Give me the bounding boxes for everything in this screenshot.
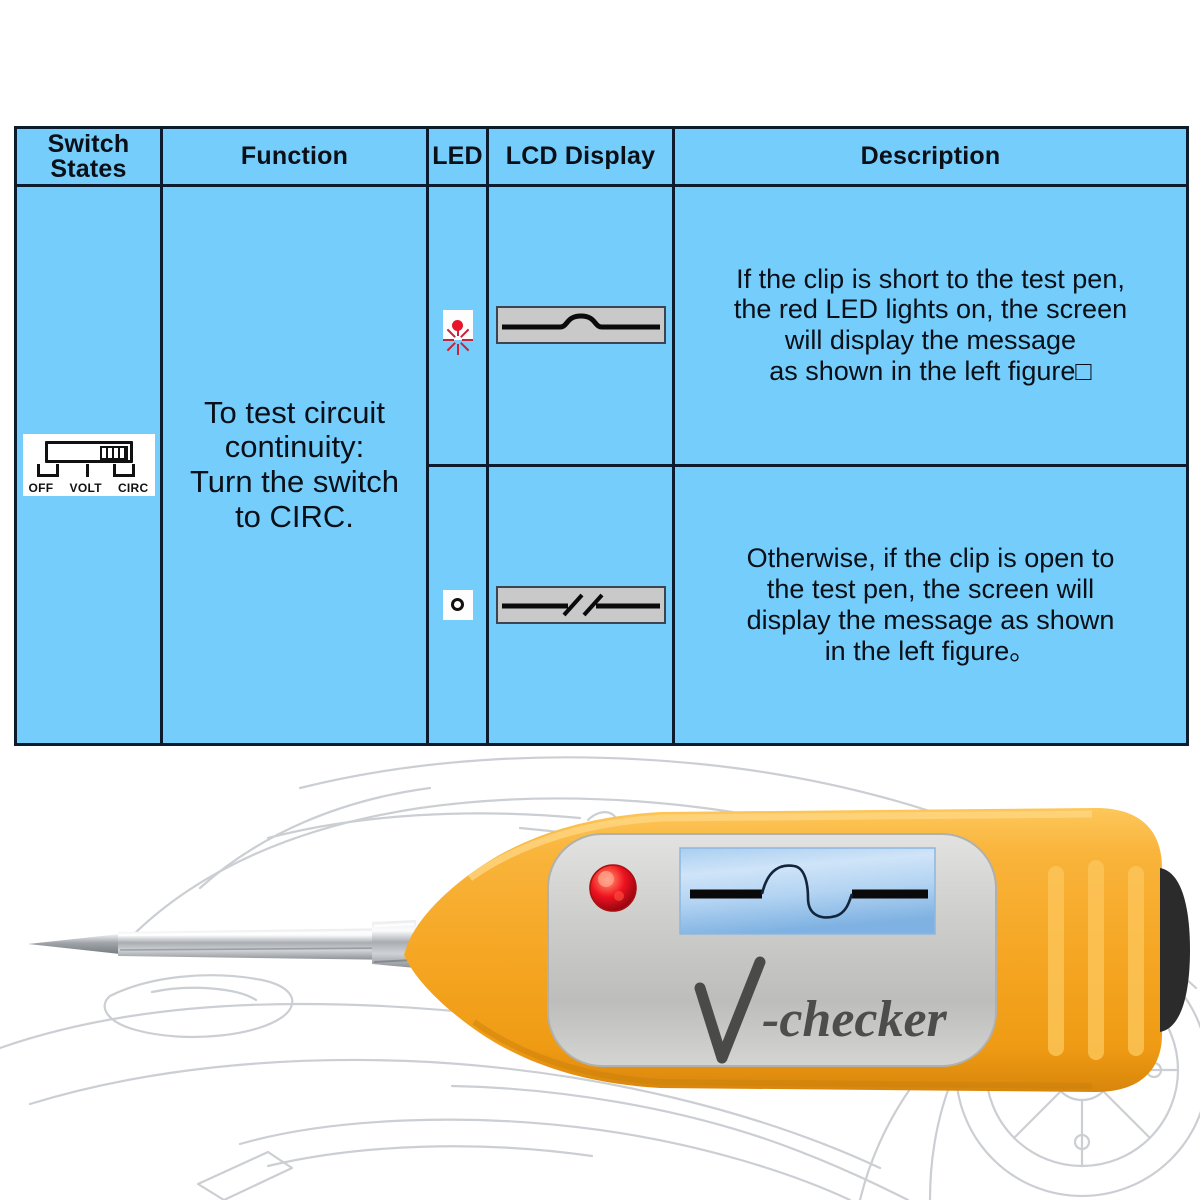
- led-lit-red-icon: [442, 310, 473, 356]
- lcd-continuity-bump-icon: [495, 306, 666, 345]
- cell-led-row2: [426, 463, 489, 746]
- brand-logo-text: -checker: [762, 991, 948, 1048]
- header-function: Function: [160, 126, 429, 187]
- switch-labels: OFF VOLT CIRC: [23, 481, 155, 495]
- description-line-3: display the message as shown: [746, 604, 1115, 635]
- probe-tip-icon: [28, 920, 416, 968]
- description-line-2: the test pen, the screen will: [766, 573, 1095, 604]
- table-row: OFF VOLT CIRC To test circuit continuity…: [14, 184, 1189, 746]
- led-unlit-icon: [442, 589, 473, 620]
- description-line-1: If the clip is short to the test pen,: [736, 263, 1125, 294]
- switch-states-table: Switch States Function LED LCD Display D…: [14, 126, 1189, 746]
- lcd-open-circuit-break-icon: [495, 585, 666, 624]
- switch-knob-icon: [99, 446, 128, 460]
- cell-lcd-row2: [486, 463, 675, 746]
- grip-ridges-icon: [1048, 860, 1144, 1060]
- switch-body-icon: [44, 441, 133, 463]
- description-line-1: Otherwise, if the clip is open to: [746, 543, 1115, 574]
- brand-logo: -checker: [694, 956, 948, 1064]
- cell-description-row1: If the clip is short to the test pen, th…: [672, 184, 1189, 467]
- header-switch-states: Switch States: [14, 126, 163, 187]
- header-lcd-display: LCD Display: [486, 126, 675, 187]
- table-row: Otherwise, if the clip is open to the te…: [16, 463, 1189, 746]
- header-description: Description: [672, 126, 1189, 187]
- switch-leg-circ-icon: [112, 464, 135, 477]
- header-switch-line2: States: [50, 154, 127, 183]
- description-line-3: will display the message: [784, 325, 1077, 356]
- product-photo: -checker: [0, 748, 1200, 1200]
- header-switch-line1: Switch: [47, 129, 130, 158]
- table-header-row: Switch States Function LED LCD Display D…: [14, 126, 1189, 187]
- rear-cap-icon: [1160, 868, 1190, 1032]
- v-checker-test-pen: -checker: [28, 808, 1190, 1092]
- function-line-1: To test circuit: [204, 394, 385, 430]
- switch-label-off: OFF: [28, 481, 54, 495]
- cell-description-row2: Otherwise, if the clip is open to the te…: [672, 463, 1189, 746]
- led-indicator-icon: [589, 864, 637, 912]
- description-line-4: as shown in the left figure□: [769, 356, 1092, 387]
- cell-lcd-row1: [486, 184, 675, 467]
- switch-label-volt: VOLT: [69, 481, 102, 495]
- switch-leg-volt-icon: [85, 464, 89, 477]
- cell-switch-figure: OFF VOLT CIRC: [14, 184, 163, 746]
- function-line-2: continuity:: [224, 429, 365, 465]
- description-line-2: the red LED lights on, the screen: [733, 294, 1128, 325]
- function-line-4: to CIRC.: [235, 498, 354, 534]
- function-line-3: Turn the switch: [189, 464, 400, 499]
- switch-label-circ: CIRC: [117, 481, 149, 495]
- header-led: LED: [426, 126, 489, 187]
- lcd-screen: [679, 847, 936, 935]
- description-line-4: in the left figure。: [824, 635, 1037, 666]
- cell-led-row1: [426, 184, 489, 467]
- cell-function-text: To test circuit continuity: Turn the swi…: [160, 184, 429, 746]
- switch-diagram: OFF VOLT CIRC: [22, 434, 155, 496]
- switch-leg-off-icon: [36, 464, 59, 477]
